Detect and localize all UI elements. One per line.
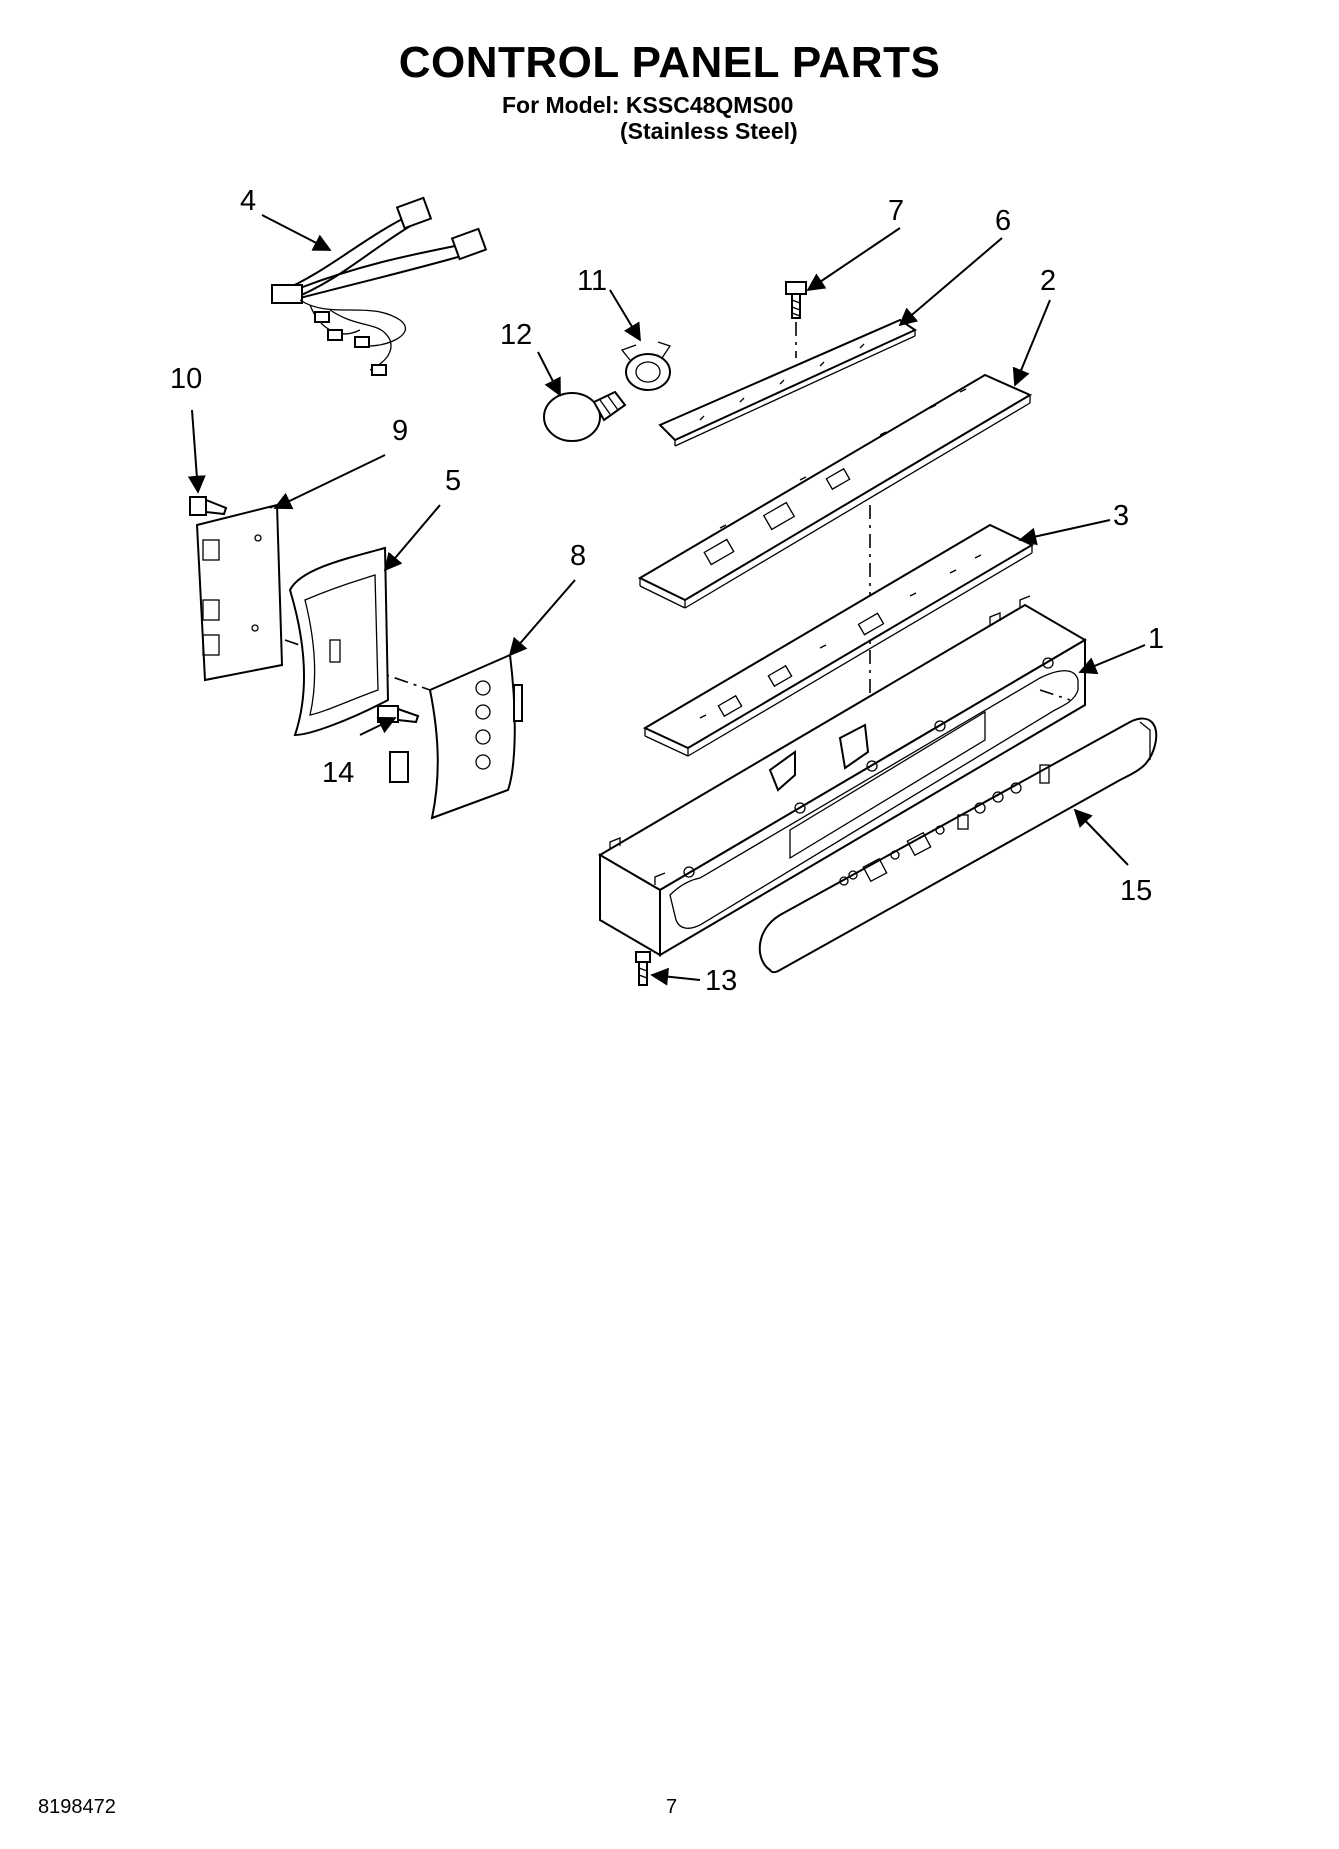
control-board-part-2: [637, 373, 1033, 760]
model-number: For Model: KSSC48QMS00: [502, 92, 794, 118]
callout-4: 4: [240, 185, 256, 217]
callout-14: 14: [322, 757, 354, 789]
wire-harness-part: [271, 196, 488, 376]
small-board-part-9: [195, 503, 431, 691]
page-title: CONTROL PANEL PARTS: [398, 38, 941, 87]
callout-labels: 4 7 6 2 11 12 10 9 5 8 3 1 15 13 14: [170, 185, 1164, 997]
callout-1: 1: [1148, 623, 1164, 655]
screw-part-7: [785, 281, 807, 358]
light-bulb-part-12: [543, 390, 627, 442]
callout-11: 11: [577, 265, 607, 297]
callout-12: 12: [500, 319, 532, 351]
lamp-socket-part-11: [620, 341, 672, 391]
page-number: 7: [666, 1796, 678, 1818]
callout-leaders: [187, 214, 1146, 986]
circuit-board-part-6: [658, 318, 918, 447]
callout-8: 8: [570, 540, 586, 572]
callout-5: 5: [445, 465, 461, 497]
callout-13: 13: [705, 965, 737, 997]
front-panel-part-15: [758, 717, 1158, 974]
bezel-frame-part-5: [288, 546, 390, 737]
callout-7: 7: [888, 195, 904, 227]
callout-6: 6: [995, 205, 1011, 237]
callout-3: 3: [1113, 500, 1129, 532]
callout-2: 2: [1040, 265, 1056, 297]
document-number: 8198472: [38, 1796, 116, 1818]
screw-part-13: [635, 951, 651, 986]
control-housing-part-1: [598, 595, 1087, 957]
callout-9: 9: [392, 415, 408, 447]
callout-15: 15: [1120, 875, 1152, 907]
keypad-overlay-part-8: [389, 653, 523, 820]
callout-10: 10: [170, 363, 202, 395]
screw-part-10: [189, 496, 228, 516]
screw-part-14: [377, 705, 420, 724]
model-variant: (Stainless Steel): [620, 118, 798, 144]
